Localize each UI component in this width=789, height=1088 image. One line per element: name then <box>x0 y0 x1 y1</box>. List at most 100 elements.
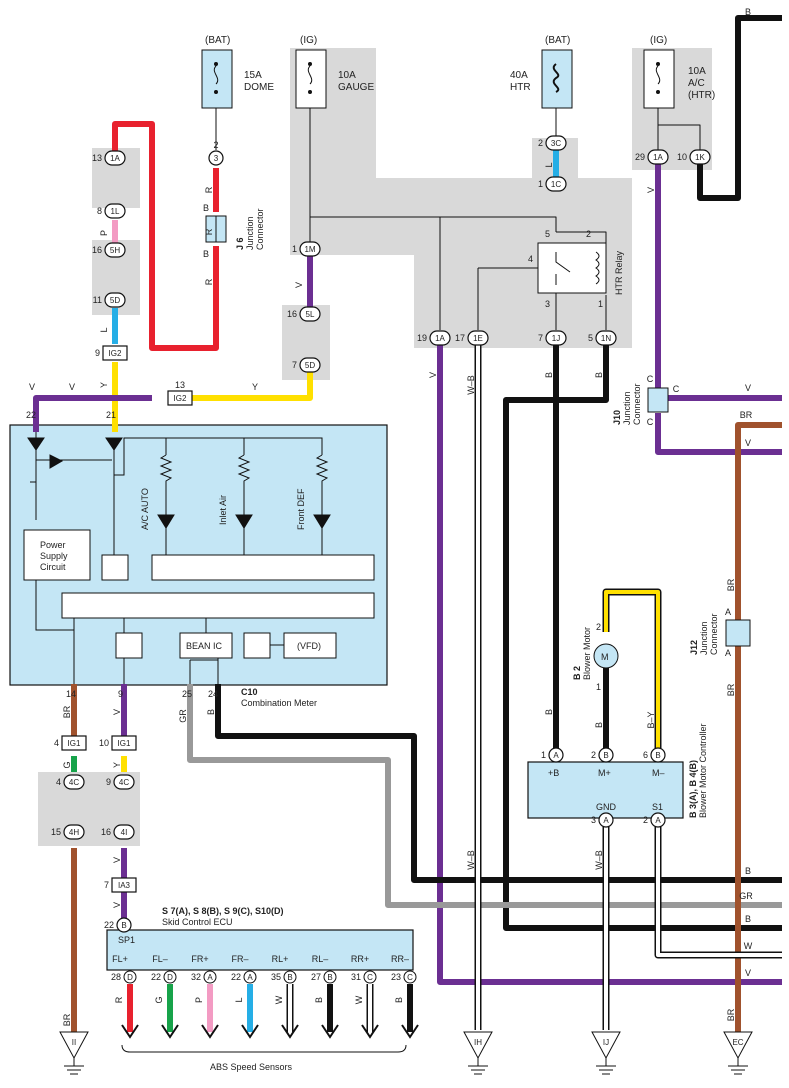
svg-text:22: 22 <box>151 972 161 982</box>
ground-IJ: IJ <box>591 1031 621 1075</box>
svg-text:4C: 4C <box>69 778 79 787</box>
svg-text:35: 35 <box>271 972 281 982</box>
svg-text:2: 2 <box>538 138 543 148</box>
svg-text:FR–: FR– <box>231 954 248 964</box>
svg-text:A: A <box>603 816 609 825</box>
wire-label: V <box>428 372 438 378</box>
connector-c1L_8: 1L8 <box>97 203 126 219</box>
svg-text:Circuit: Circuit <box>40 562 66 572</box>
svg-text:W: W <box>354 995 364 1004</box>
htr-relay: 5 2 4 1 3 HTR Relay <box>528 229 624 309</box>
svg-text:2: 2 <box>643 815 648 825</box>
meter-pin: 14 <box>66 689 76 699</box>
svg-text:IH: IH <box>474 1038 482 1047</box>
wire-label: V <box>646 187 656 193</box>
blower-controller-box <box>527 761 684 819</box>
svg-text:B 3(A), B 4(B): B 3(A), B 4(B) <box>688 760 698 818</box>
wire-label: B <box>206 709 216 715</box>
wires <box>33 15 782 1032</box>
svg-text:11: 11 <box>93 295 102 305</box>
svg-text:A: A <box>655 816 661 825</box>
wire-label: W–B <box>466 375 476 395</box>
svg-text:Blower Motor Controller: Blower Motor Controller <box>698 723 708 818</box>
svg-text:B: B <box>287 973 292 982</box>
svg-text:Blower Motor: Blower Motor <box>582 627 592 680</box>
wire-label: P <box>99 230 109 236</box>
svg-text:FL–: FL– <box>152 954 168 964</box>
connector-c3C: 3C 2 <box>538 135 567 151</box>
junction-j10: J10 Junction Connector <box>612 383 669 425</box>
fuse-dome: (BAT) 15A DOME <box>201 35 274 109</box>
svg-text:16: 16 <box>101 827 111 837</box>
svg-text:A/C: A/C <box>688 78 705 89</box>
svg-text:1: 1 <box>538 179 543 189</box>
svg-text:13: 13 <box>92 153 102 163</box>
svg-text:EC: EC <box>732 1038 743 1047</box>
svg-text:4: 4 <box>528 254 533 264</box>
svg-text:Junction: Junction <box>699 621 709 655</box>
svg-text:2: 2 <box>591 750 596 760</box>
svg-text:40A: 40A <box>510 70 528 81</box>
connector-c5D_7: 5D 7 <box>292 357 321 373</box>
wire-label: B <box>544 709 554 715</box>
svg-text:1: 1 <box>596 682 601 692</box>
connector-c1C: 1C1 <box>538 176 567 192</box>
svg-text:19: 19 <box>417 333 427 343</box>
connector-c1N: 1N5 <box>588 330 617 346</box>
svg-text:29: 29 <box>635 152 645 162</box>
svg-text:IG1: IG1 <box>118 739 131 748</box>
wire-label: V <box>745 968 751 978</box>
wire-label: BR <box>740 410 753 420</box>
connector-c4I: 4I 16 <box>101 824 135 840</box>
meter-pin: 22 <box>26 410 36 420</box>
wire-label: GR <box>739 891 753 901</box>
blower-controller-texts: +B M+ M– GND S1 B 3(A), B 4(B) Blower Mo… <box>548 723 708 818</box>
svg-text:RL–: RL– <box>312 954 329 964</box>
svg-text:1A: 1A <box>110 154 120 163</box>
svg-text:IG1: IG1 <box>68 739 81 748</box>
connector-pills: 1A131L85H165D11IG29321M15L165D7IG2133C21… <box>51 135 711 933</box>
svg-text:Inlet Air: Inlet Air <box>218 495 228 525</box>
meter-pin: 24 <box>208 689 218 699</box>
svg-text:1: 1 <box>292 244 297 254</box>
svg-text:7: 7 <box>292 360 297 370</box>
svg-text:GAUGE: GAUGE <box>338 82 374 93</box>
svg-text:SP1: SP1 <box>118 935 135 945</box>
svg-text:13: 13 <box>175 380 185 390</box>
svg-text:3: 3 <box>591 815 596 825</box>
svg-text:BEAN IC: BEAN IC <box>186 641 223 651</box>
svg-text:P: P <box>194 997 204 1003</box>
svg-text:M: M <box>601 652 609 662</box>
wire-label: Y <box>252 382 258 392</box>
svg-text:A/C AUTO: A/C AUTO <box>140 488 150 530</box>
svg-text:S1: S1 <box>652 802 663 812</box>
svg-text:5D: 5D <box>110 296 120 305</box>
svg-text:22: 22 <box>231 972 241 982</box>
svg-text:5H: 5H <box>110 246 120 255</box>
wire-label: GR <box>178 709 188 723</box>
svg-text:3C: 3C <box>551 139 561 148</box>
blower-motor: M 2 1 B 2 Blower Motor <box>572 622 619 692</box>
meter-pin: 21 <box>106 410 116 420</box>
wire-label: V <box>112 857 122 863</box>
svg-text:32: 32 <box>191 972 201 982</box>
abs-bracket <box>121 1044 407 1053</box>
svg-text:1: 1 <box>598 299 603 309</box>
svg-text:5D: 5D <box>305 361 315 370</box>
svg-text:Supply: Supply <box>40 551 68 561</box>
svg-text:5: 5 <box>545 229 550 239</box>
svg-text:10: 10 <box>677 152 687 162</box>
svg-text:4I: 4I <box>121 828 128 837</box>
wire-label: B <box>544 372 554 378</box>
svg-text:17: 17 <box>455 333 465 343</box>
svg-text:8: 8 <box>97 206 102 216</box>
